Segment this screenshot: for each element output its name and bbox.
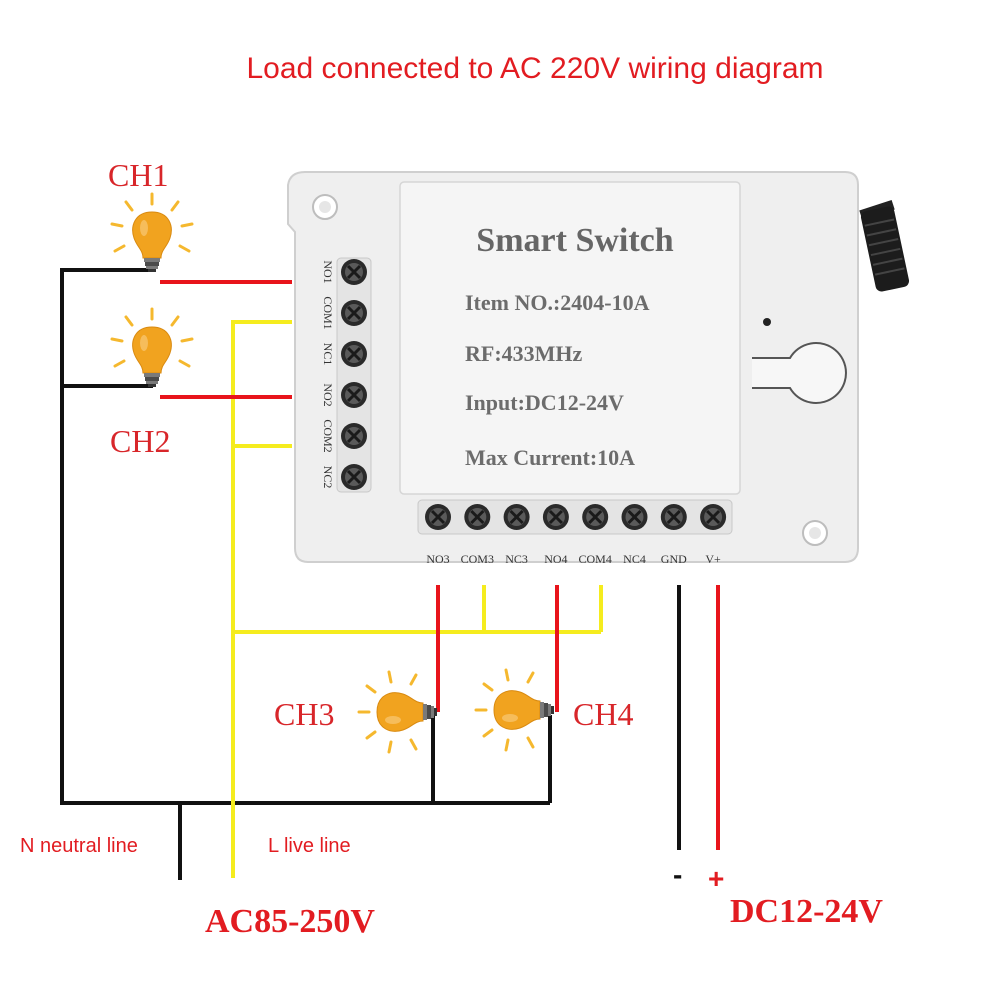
bulb-ch4 <box>474 668 556 752</box>
bulb-ch3 <box>357 670 439 754</box>
terminal-screw-no2 <box>341 382 367 408</box>
status-led <box>763 318 771 326</box>
pin-label-no2: NO2 <box>321 383 335 406</box>
pin-label-nc2: NC2 <box>321 466 335 489</box>
neutral-line-label: N neutral line <box>20 835 138 857</box>
terminal-screw-nc3 <box>503 504 530 530</box>
terminal-screw-com2 <box>341 423 367 449</box>
terminal-screw-no1 <box>341 259 367 285</box>
channel-label-ch3: CH3 <box>274 696 334 732</box>
terminal-screw-nc2 <box>341 464 367 490</box>
module-name: Smart Switch <box>476 222 673 259</box>
dc-minus-label: - <box>673 859 682 890</box>
bottom-terminal-block: NO3 COM3 NC3 NO4 COM4 NC4 GND V+ <box>417 499 733 566</box>
dc-voltage-label: DC12-24V <box>730 893 883 930</box>
terminal-screw-nc4 <box>621 504 648 530</box>
terminal-screw-no4 <box>542 504 569 530</box>
live-line-label: L live line <box>268 835 351 857</box>
channel-label-ch2: CH2 <box>110 423 170 459</box>
rf-frequency: RF:433MHz <box>465 341 583 366</box>
bulb-ch1 <box>110 192 194 274</box>
item-number: Item NO.:2404-10A <box>465 290 650 315</box>
pin-label-no1: NO1 <box>321 260 335 283</box>
terminal-screw-com3 <box>464 504 491 530</box>
pin-label-nc4: NC4 <box>623 552 646 566</box>
load-wires <box>160 280 720 850</box>
pin-label-no3: NO3 <box>426 552 449 566</box>
pin-label-no4: NO4 <box>544 552 567 566</box>
terminal-screw-gnd <box>660 504 687 530</box>
pin-label-com2: COM2 <box>321 419 335 452</box>
pin-label-com3: COM3 <box>461 552 494 566</box>
dc-plus-label: + <box>708 863 724 894</box>
bulb-ch2 <box>110 307 194 389</box>
learn-button[interactable] <box>752 342 847 404</box>
pin-label-gnd: GND <box>661 552 687 566</box>
live-wires <box>231 320 603 878</box>
channel-label-ch4: CH4 <box>573 696 633 732</box>
antenna <box>859 199 910 292</box>
max-current: Max Current:10A <box>465 445 635 470</box>
ac-voltage-label: AC85-250V <box>205 903 375 940</box>
pin-label-nc3: NC3 <box>505 552 528 566</box>
pin-label-nc1: NC1 <box>321 343 335 366</box>
terminal-screw-vplus <box>700 504 727 530</box>
diagram-title: Load connected to AC 220V wiring diagram <box>246 52 823 85</box>
channel-label-ch1: CH1 <box>108 157 168 193</box>
terminal-screw-nc1 <box>341 341 367 367</box>
terminal-screw-no3 <box>425 504 451 530</box>
pin-label-com1: COM1 <box>321 296 335 329</box>
pin-label-com4: COM4 <box>579 552 612 566</box>
module-label-panel <box>399 181 741 495</box>
neutral-wires <box>60 268 681 880</box>
terminal-screw-com1 <box>341 300 367 326</box>
pin-label-vplus: V+ <box>705 552 721 566</box>
smart-switch-module: Smart Switch Item NO.:2404-10A RF:433MHz… <box>287 171 910 566</box>
terminal-screw-com4 <box>582 504 609 530</box>
input-voltage: Input:DC12-24V <box>465 390 624 415</box>
